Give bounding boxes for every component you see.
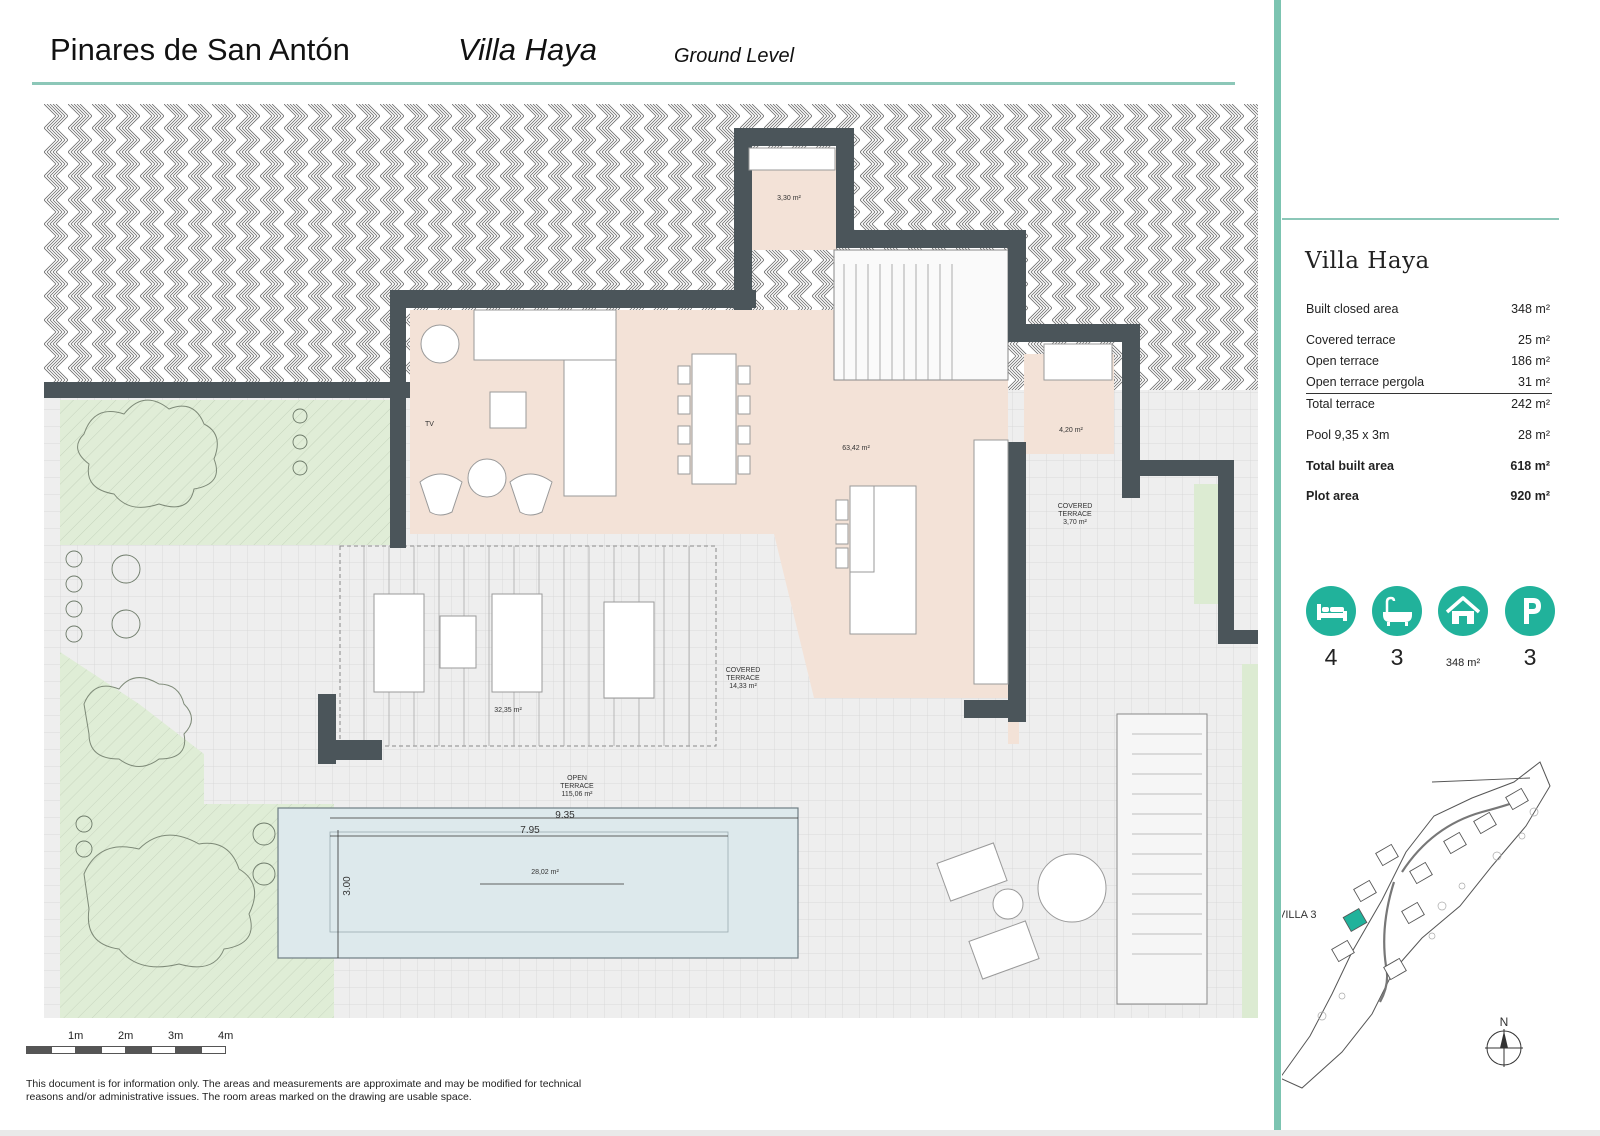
covered-terrace-line1: COVERED <box>726 667 761 674</box>
scale-segment <box>126 1046 151 1054</box>
area-label: Covered terrace <box>1306 333 1396 347</box>
floor-plan-drawing: 3,30 m² 63,42 m² 4,20 m² TV COVERED TERR… <box>44 104 1258 1018</box>
open-terrace-area: 115,06 m² <box>562 791 594 798</box>
area-row-open-terrace: Open terrace 186 m² <box>1306 354 1550 370</box>
house-area-value: 348 m² <box>1445 657 1481 669</box>
covered-terrace-area: 14,33 m² <box>729 683 757 690</box>
open-terrace-line2: TERRACE <box>560 783 594 790</box>
covered-terrace-line2: TERRACE <box>726 675 760 682</box>
bottom-edge <box>0 1130 1600 1136</box>
area-value: 31 m² <box>1518 375 1550 389</box>
bathtub-icon <box>1372 586 1422 636</box>
area-value: 242 m² <box>1511 397 1550 411</box>
area-value: 25 m² <box>1518 333 1550 347</box>
dining-terrace-area: 32,35 m² <box>494 707 522 714</box>
area-value: 28 m² <box>1518 428 1550 442</box>
sidebar-divider <box>1282 218 1559 220</box>
area-row-pool: Pool 9,35 x 3m 28 m² <box>1306 428 1550 444</box>
scale-segment <box>201 1046 226 1054</box>
sidebar-accent-line <box>1274 0 1281 1136</box>
utility-area-label: 4,20 m² <box>1059 427 1083 434</box>
scale-bar: 1m 2m 3m 4m <box>26 1030 236 1056</box>
villa-name: Villa Haya <box>458 32 598 67</box>
sidebar-panel <box>1281 0 1600 1136</box>
site-map-svg: VILLA 3 N <box>1278 761 1551 1089</box>
scale-segment <box>151 1046 176 1054</box>
project-title: Pinares de San Antón <box>50 32 350 67</box>
area-value: 618 m² <box>1510 459 1550 473</box>
area-value: 920 m² <box>1510 489 1550 503</box>
parking-icon <box>1505 586 1555 636</box>
toilet-area-label: 3,30 m² <box>777 195 801 202</box>
bed-icon <box>1306 586 1356 636</box>
scale-segment <box>176 1046 201 1054</box>
area-table-separator <box>1306 393 1552 394</box>
pool-inner-dimension: 7.95 <box>520 825 540 836</box>
sidebar-villa-title: Villa Haya <box>1305 248 1430 274</box>
parking-count: 3 <box>1523 644 1537 670</box>
area-row-total-built: Total built area 618 m² <box>1306 459 1550 475</box>
area-value: 348 m² <box>1511 302 1550 316</box>
area-value: 186 m² <box>1511 354 1550 368</box>
scale-segment <box>76 1046 101 1054</box>
area-row-covered-terrace: Covered terrace 25 m² <box>1306 333 1550 349</box>
area-label: Open terrace <box>1306 354 1379 368</box>
disclaimer-text: This document is for information only. T… <box>26 1078 582 1103</box>
scale-label-4m: 4m <box>218 1030 234 1042</box>
area-label: Plot area <box>1306 489 1359 503</box>
pool-length-dimension: 9.35 <box>555 810 575 821</box>
floor-plan-svg: 3,30 m² 63,42 m² 4,20 m² TV COVERED TERR… <box>44 104 1258 1018</box>
tv-label: TV <box>425 421 434 428</box>
villa-location-label: VILLA 3 <box>1282 909 1317 921</box>
area-label: Built closed area <box>1306 302 1399 316</box>
open-terrace-line1: OPEN <box>567 775 587 782</box>
compass-icon <box>1485 1029 1523 1067</box>
area-label: Open terrace pergola <box>1306 375 1425 389</box>
covered-terrace-small-area: 3,70 m² <box>1063 519 1087 526</box>
area-row-built-closed: Built closed area 348 m² <box>1306 302 1550 318</box>
scale-label-1m: 1m <box>68 1030 84 1042</box>
bedrooms-count: 4 <box>1324 644 1338 670</box>
covered-terrace-small-line2: TERRACE <box>1058 511 1092 518</box>
covered-terrace-small-line1: COVERED <box>1058 503 1093 510</box>
scale-label-3m: 3m <box>168 1030 184 1042</box>
scale-label-2m: 2m <box>118 1030 134 1042</box>
area-label: Pool 9,35 x 3m <box>1306 428 1390 442</box>
house-icon <box>1438 586 1488 636</box>
area-label: Total built area <box>1306 459 1394 473</box>
level-name: Ground Level <box>674 45 795 67</box>
bathrooms-count: 3 <box>1390 644 1404 670</box>
scale-segment <box>101 1046 126 1054</box>
compass-north-label: N <box>1500 1015 1509 1029</box>
scale-segment <box>51 1046 76 1054</box>
area-label: Total terrace <box>1306 397 1375 411</box>
area-row-open-terrace-pergola: Open terrace pergola 31 m² <box>1306 375 1550 391</box>
header-divider <box>32 82 1235 85</box>
scale-segment <box>26 1046 51 1054</box>
pool-area-label: 28,02 m² <box>531 869 559 876</box>
area-row-plot: Plot area 920 m² <box>1306 489 1550 505</box>
area-row-total-terrace: Total terrace 242 m² <box>1306 397 1550 413</box>
pool-width-dimension: 3.00 <box>342 876 353 896</box>
site-location-map: VILLA 3 N <box>1278 756 1600 1106</box>
living-area-label: 63,42 m² <box>842 445 870 452</box>
